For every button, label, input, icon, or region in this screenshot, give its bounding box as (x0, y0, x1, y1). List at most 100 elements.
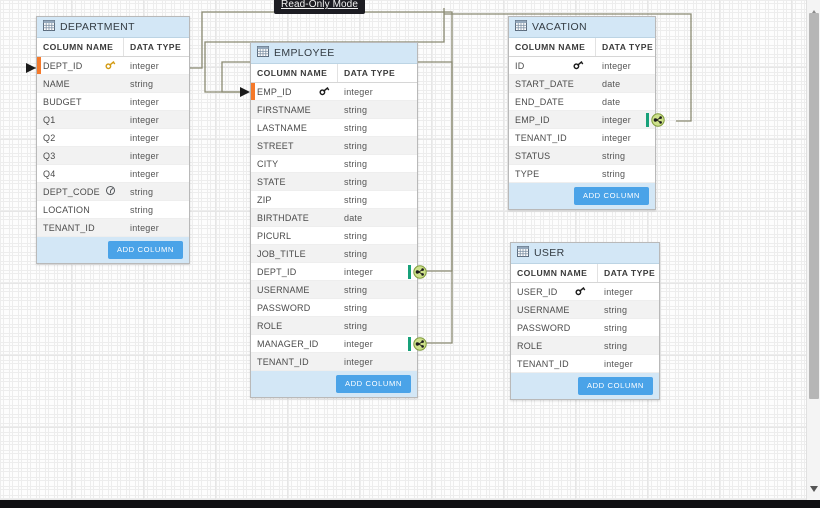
table-row[interactable]: PASSWORD string (511, 319, 659, 337)
add-column-button[interactable]: ADD COLUMN (577, 377, 653, 395)
foreign-key-handle[interactable] (408, 264, 430, 279)
column-name: STATUS (515, 150, 551, 161)
column-name: BIRTHDATE (257, 212, 309, 223)
table-row[interactable]: EMP_ID integer (509, 111, 665, 129)
column-type: date (602, 78, 621, 89)
table-row[interactable]: PASSWORD string (251, 299, 417, 317)
column-name: NAME (43, 78, 70, 89)
table-row[interactable]: TENANT_ID integer (37, 219, 189, 237)
table-row[interactable]: DEPT_CODE string (37, 183, 189, 201)
table-row[interactable]: LOCATION string (37, 201, 189, 219)
column-type: integer (130, 222, 159, 233)
entity-name: USER (534, 247, 565, 259)
table-row[interactable]: Q4 integer (37, 165, 189, 183)
table-row[interactable]: USER_ID integer (511, 283, 659, 301)
header-data-type: DATA TYPE (337, 64, 417, 82)
bottom-bar (0, 500, 820, 508)
table-row[interactable]: DEPT_ID integer (37, 57, 189, 75)
table-row[interactable]: FIRSTNAME string (251, 101, 417, 119)
column-type: string (604, 322, 628, 333)
column-type: integer (602, 132, 631, 143)
table-row[interactable]: TENANT_ID integer (511, 355, 659, 373)
table-row[interactable]: ROLE string (251, 317, 417, 335)
entity-footer: ADD COLUMN (511, 373, 659, 399)
table-row[interactable]: NAME string (37, 75, 189, 93)
entity-name: EMPLOYEE (274, 47, 335, 59)
entity-vacation[interactable]: VACATION COLUMN NAME DATA TYPE ID intege… (508, 16, 665, 210)
vertical-scrollbar[interactable] (806, 0, 820, 500)
table-row[interactable]: START_DATE date (509, 75, 655, 93)
add-column-button[interactable]: ADD COLUMN (107, 241, 183, 259)
table-row[interactable]: USERNAME string (251, 281, 417, 299)
column-name: END_DATE (515, 96, 564, 107)
table-row[interactable]: END_DATE date (509, 93, 655, 111)
table-row[interactable]: PICURL string (251, 227, 417, 245)
key-icon (319, 83, 330, 101)
column-type: string (344, 194, 368, 205)
table-row[interactable]: BUDGET integer (37, 93, 189, 111)
entity-user[interactable]: USER COLUMN NAME DATA TYPE USER_ID integ… (510, 242, 660, 400)
column-name: USERNAME (517, 304, 570, 315)
column-header-row: COLUMN NAME DATA TYPE (251, 64, 417, 83)
table-row[interactable]: ROLE string (511, 337, 659, 355)
table-row[interactable]: TENANT_ID integer (509, 129, 655, 147)
entity-employee[interactable]: EMPLOYEE COLUMN NAME DATA TYPE EMP_ID in… (250, 42, 427, 398)
column-type: integer (130, 150, 159, 161)
column-type: string (344, 140, 368, 151)
entity-title-bar[interactable]: EMPLOYEE (251, 43, 417, 64)
column-type: string (604, 304, 628, 315)
column-type: string (344, 284, 368, 295)
entity-title-bar[interactable]: USER (511, 243, 659, 264)
column-type: date (602, 96, 621, 107)
table-row[interactable]: ZIP string (251, 191, 417, 209)
table-row[interactable]: DEPT_ID integer (251, 263, 427, 281)
table-row[interactable]: Q1 integer (37, 111, 189, 129)
header-data-type: DATA TYPE (595, 38, 655, 56)
column-name: USERNAME (257, 284, 310, 295)
scrollbar-thumb[interactable] (809, 13, 819, 399)
table-row[interactable]: JOB_TITLE string (251, 245, 417, 263)
table-row[interactable]: MANAGER_ID integer (251, 335, 427, 353)
column-name: FIRSTNAME (257, 104, 311, 115)
column-header-row: COLUMN NAME DATA TYPE (509, 38, 655, 57)
foreign-key-handle[interactable] (408, 336, 430, 351)
table-row[interactable]: USERNAME string (511, 301, 659, 319)
entity-footer: ADD COLUMN (251, 371, 417, 397)
add-column-button[interactable]: ADD COLUMN (335, 375, 411, 393)
column-name: JOB_TITLE (257, 248, 306, 259)
table-row[interactable]: STREET string (251, 137, 417, 155)
column-name: Q2 (43, 132, 56, 143)
entity-name: VACATION (532, 21, 587, 33)
add-column-button[interactable]: ADD COLUMN (573, 187, 649, 205)
header-column-name: COLUMN NAME (257, 68, 328, 78)
header-data-type: DATA TYPE (597, 264, 659, 282)
column-name: MANAGER_ID (257, 338, 319, 349)
table-row[interactable]: EMP_ID integer (251, 83, 417, 101)
entity-footer: ADD COLUMN (37, 237, 189, 263)
foreign-key-handle[interactable] (646, 112, 668, 127)
table-row[interactable]: CITY string (251, 155, 417, 173)
column-type: integer (602, 60, 631, 71)
entity-title-bar[interactable]: DEPARTMENT (37, 17, 189, 38)
entity-title-bar[interactable]: VACATION (509, 17, 655, 38)
column-type: integer (344, 356, 373, 367)
table-row[interactable]: Q2 integer (37, 129, 189, 147)
table-row[interactable]: Q3 integer (37, 147, 189, 165)
column-name: TYPE (515, 168, 540, 179)
key-icon (573, 57, 584, 75)
scroll-down-arrow[interactable] (810, 479, 818, 497)
table-row[interactable]: LASTNAME string (251, 119, 417, 137)
read-only-mode-badge: Read-Only Mode (274, 0, 365, 14)
column-name: Q3 (43, 150, 56, 161)
column-name: TENANT_ID (257, 356, 309, 367)
entity-department[interactable]: DEPARTMENT COLUMN NAME DATA TYPE DEPT_ID… (36, 16, 190, 264)
table-row[interactable]: ID integer (509, 57, 655, 75)
table-row[interactable]: STATE string (251, 173, 417, 191)
table-row[interactable]: BIRTHDATE date (251, 209, 417, 227)
table-row[interactable]: TENANT_ID integer (251, 353, 417, 371)
column-type: integer (130, 114, 159, 125)
column-type: string (344, 176, 368, 187)
table-row[interactable]: TYPE string (509, 165, 655, 183)
column-name: TENANT_ID (43, 222, 95, 233)
table-row[interactable]: STATUS string (509, 147, 655, 165)
